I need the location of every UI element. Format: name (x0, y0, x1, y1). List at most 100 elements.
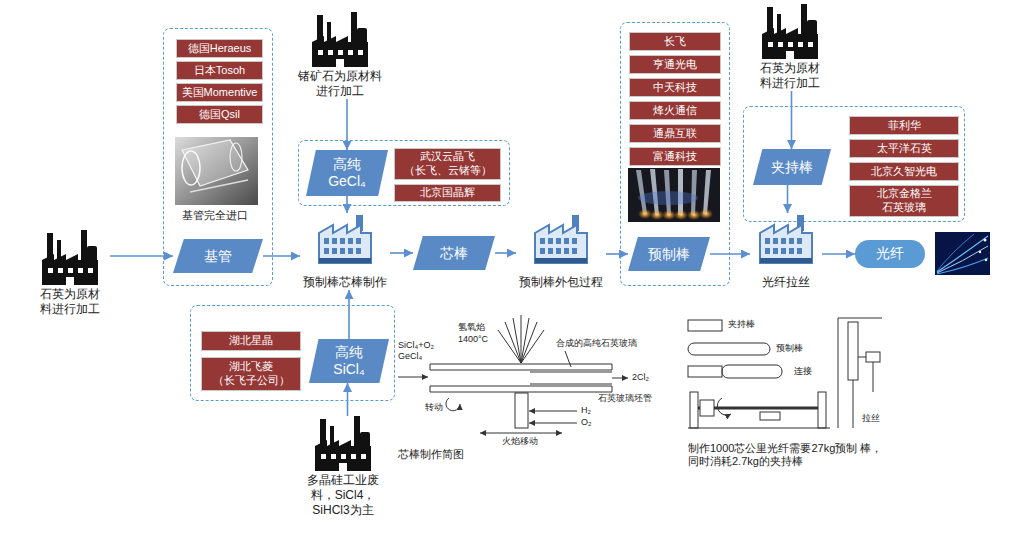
company-box: 日本Tosoh (176, 61, 263, 80)
company-box: 菲利华 (849, 116, 959, 135)
company-box: 北京久智光电 (849, 162, 959, 181)
fiber-photo-part (937, 234, 974, 271)
factory-icon-part-part (348, 248, 353, 254)
core-rod-sketch-part (565, 351, 571, 367)
tube-photo-part (182, 140, 248, 186)
factory-icon-part-part (781, 248, 786, 254)
node-text: 武汉云晶飞 （长飞、云锗等） (398, 150, 497, 178)
company-box: 太平洋石英 (849, 139, 959, 158)
fiber-drawing-sketch-part (838, 318, 839, 428)
fiber-drawing-sketch-part (848, 322, 858, 380)
plant-icon-part-part (88, 268, 93, 273)
factory-icon-part-part (781, 238, 786, 244)
node-text: 光纤拉丝 (750, 275, 822, 290)
plant-icon-part-part (786, 51, 794, 59)
fiber-photo-part (937, 236, 988, 272)
label-text: 氢氧焰 (458, 322, 485, 332)
core-rod-sketch-part (513, 318, 521, 363)
dashed-group: 长飞亨通光电中天科技烽火通信通鼎互联富通科技预制棒 (620, 22, 730, 286)
core-rod-sketch-part (612, 378, 628, 379)
plant-icon (313, 416, 373, 471)
plant-icon-part-part (318, 50, 323, 55)
core-rod-sketch-part (530, 370, 612, 373)
plant-icon-part-part (768, 42, 773, 47)
flow-arrow (346, 196, 348, 213)
plant-icon-part-part (315, 440, 371, 471)
plant-icon-part-part (338, 50, 343, 55)
plant-icon-part (315, 416, 371, 471)
fiber-drawing-sketch-part (853, 380, 854, 428)
node-text: 菲利华 (888, 119, 921, 133)
company-box: 北京国晶辉 (394, 184, 501, 202)
plant-icon-part-part (42, 254, 98, 285)
plant-icon-part (321, 454, 366, 471)
plant-icon-part-part (312, 36, 368, 67)
fiber-photo (935, 232, 990, 275)
label-text: 连接 (794, 366, 812, 376)
company-box: 通鼎互联 (629, 124, 721, 143)
label-text: GeCl₄ (398, 351, 422, 361)
factory-icon-part (319, 225, 371, 263)
factory-icon-part (319, 258, 371, 263)
node-text: 通鼎互联 (653, 127, 697, 141)
raw-material-plant: 石英为原材 料进行加工 (30, 230, 110, 317)
factory-icon-part-part (572, 248, 577, 254)
core-rod-sketch-part (430, 392, 612, 393)
flow-arrow (346, 99, 348, 150)
flow-arrow (347, 383, 349, 416)
fiber-drawing-sketch-part (698, 407, 818, 410)
node-text: 光纤 (876, 245, 904, 263)
company-box: 中天科技 (629, 78, 721, 97)
factory-icon-part-part (789, 248, 794, 254)
fiber-drawing-sketch (688, 318, 882, 428)
label-text: 火焰移动 (502, 436, 538, 446)
plant-icon-part-part (66, 277, 74, 285)
core-rod-sketch-part (612, 386, 613, 392)
raw-material-plant: 石英为原材 料进行加工 (750, 4, 830, 91)
plant-icon-part-part (321, 454, 326, 459)
product-box: 光纤 (855, 240, 925, 268)
raw-material-plant: 多晶硅工业废 料，SiCl4， SiHCl3为主 (300, 416, 386, 518)
plant-icon (310, 12, 370, 67)
node-text: 芯棒 (440, 245, 468, 262)
flow-arrow (710, 253, 750, 255)
label-text: 拉丝 (862, 413, 880, 423)
fiber-photo-part (984, 239, 987, 242)
company-box: 美国Momentive (176, 83, 263, 102)
parallelogram-shape-part (173, 239, 263, 273)
fiber-drawing-sketch-part (688, 320, 722, 331)
fiber-drawing-sketch-part (688, 428, 830, 429)
node-text: 北京金格兰 石英玻璃 (869, 187, 939, 215)
plant-icon-part (318, 50, 363, 67)
fiber-drawing-sketch-part (688, 366, 722, 377)
factory-icon-part-part (564, 248, 569, 254)
factory-icon (757, 213, 815, 265)
fiber-drawing-sketch-part (688, 343, 770, 355)
node-text: 北京国晶辉 (420, 186, 475, 200)
flow-arrow (822, 253, 855, 255)
node-text: 德国Heraeus (188, 42, 252, 56)
plant-icon-part-part (81, 230, 87, 264)
fiber-photo-part (979, 251, 981, 253)
plant-icon-part (768, 42, 813, 59)
dashed-group: 德国Heraeus日本Tosoh美国Momentive德国Qsil基管 (163, 28, 273, 286)
preform-photo-part (703, 170, 711, 214)
material-parallelogram: 高纯 GeCl₄ (306, 150, 388, 196)
core-rod-sketch-part (521, 330, 544, 363)
flow-arrow (787, 185, 789, 213)
material-parallelogram: 高纯 SiCl₄ (309, 339, 389, 383)
preform-photo-part (638, 191, 698, 205)
factory-icon-part-part (572, 238, 577, 244)
company-box: 湖北星晶 (201, 331, 301, 351)
company-box: 北京金格兰 石英玻璃 (849, 185, 959, 217)
plant-icon-part (48, 268, 93, 285)
preform-photo-part (699, 209, 713, 219)
node-text: 日本Tosoh (194, 64, 245, 78)
fiber-drawing-sketch-part (818, 392, 826, 428)
core-rod-sketch-part (612, 364, 613, 370)
core-rod-sketch-part (498, 330, 521, 363)
node-text: 基管 (204, 248, 232, 265)
factory-icon-part-part (773, 248, 778, 254)
flow-arrow (495, 252, 516, 254)
factory-icon-part-part (540, 238, 545, 244)
